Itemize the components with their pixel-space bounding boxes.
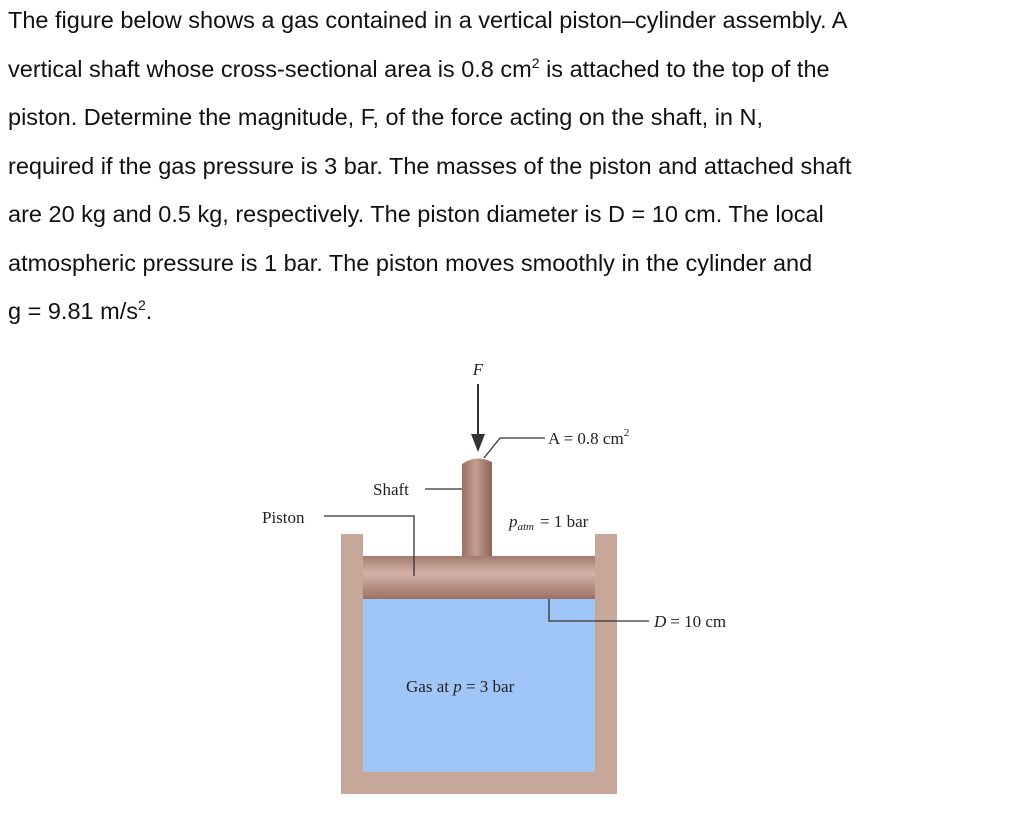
shaft-label: Shaft — [373, 480, 409, 499]
problem-line: vertical shaft whose cross-sectional are… — [8, 54, 830, 82]
piston-label: Piston — [262, 508, 305, 527]
gas-label: Gas at p = 3 bar — [406, 677, 515, 696]
gas-region — [363, 599, 595, 772]
force-label: F — [472, 360, 484, 379]
shaft — [462, 458, 492, 556]
problem-line: are 20 kg and 0.5 kg, respectively. The … — [8, 201, 824, 227]
problem-statement: The figure below shows a gas contained i… — [8, 0, 1018, 340]
force-arrow-head — [471, 434, 485, 452]
piston-leader-line — [324, 515, 415, 576]
problem-line: g = 9.81 m/s2. — [8, 297, 153, 324]
diameter-label: D= 10 cm — [653, 612, 726, 631]
problem-line: The figure below shows a gas contained i… — [8, 7, 848, 33]
area-leader-line — [483, 437, 545, 459]
problem-line: piston. Determine the magnitude, F, of t… — [8, 104, 764, 130]
diameter-leader-line — [548, 599, 649, 622]
patm-label: patm= 1 bar — [508, 512, 589, 533]
piston — [363, 556, 595, 599]
problem-line: required if the gas pressure is 3 bar. T… — [8, 152, 852, 179]
area-label: A = 0.8 cm2 — [548, 427, 629, 448]
problem-line: atmospheric pressure is 1 bar. The pisto… — [8, 249, 813, 276]
